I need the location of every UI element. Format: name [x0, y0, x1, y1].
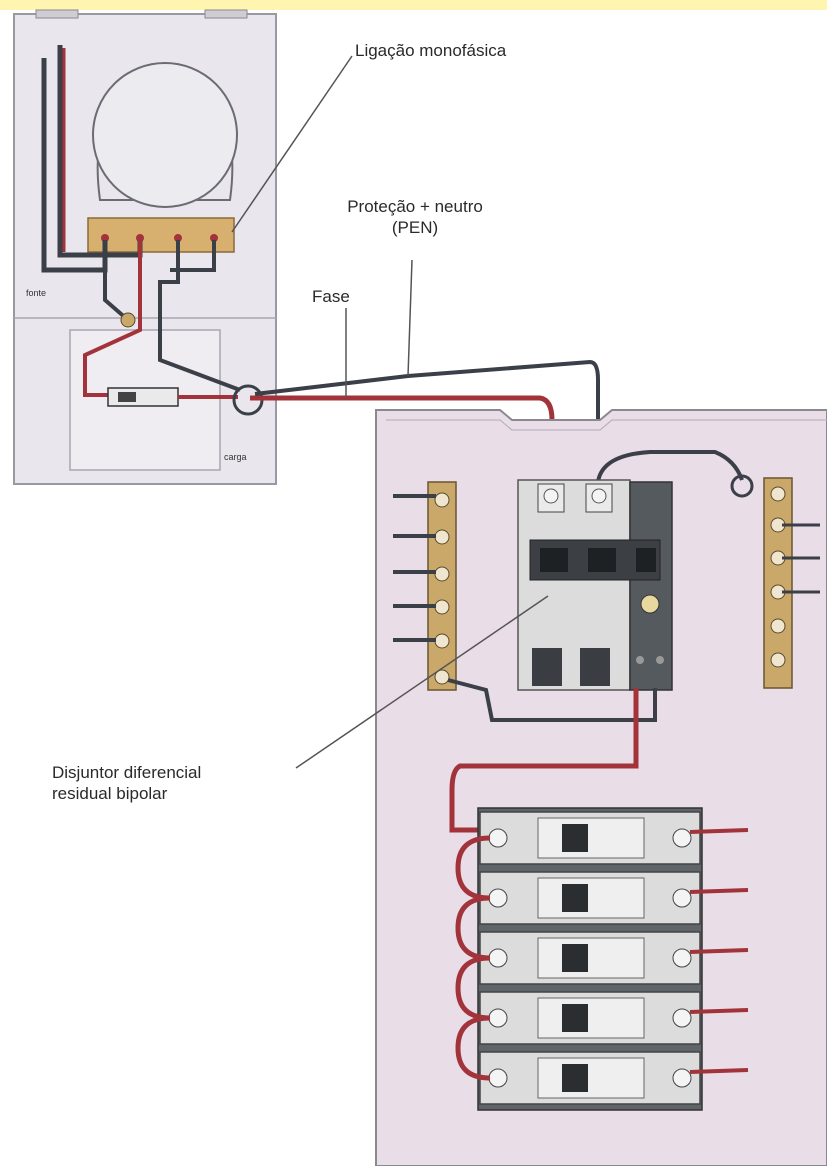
label-disjuntor-line1: Disjuntor diferencial: [52, 763, 202, 782]
neutral-wire: [254, 359, 600, 482]
breaker-rows: [455, 811, 749, 1105]
disjuntor-leader: [295, 595, 549, 769]
label-protecao-neutro: Proteção + neutro (PEN): [300, 196, 530, 239]
pen-leader: [407, 259, 413, 377]
label-protecao-line1: Proteção + neutro: [347, 197, 483, 216]
meter-box: [13, 9, 277, 485]
ligacao-leader: [231, 55, 353, 233]
branch-breaker: [479, 931, 749, 985]
label-meter-carga: carga: [224, 452, 247, 462]
rcd-neutral-out: [447, 678, 657, 722]
label-disjuntor: Disjuntor diferencial residual bipolar: [52, 762, 201, 805]
neutral-to-bar: [596, 450, 744, 483]
phase-bridge: [455, 835, 491, 1081]
left-terminal-bar: [393, 481, 457, 691]
label-protecao-line2: (PEN): [391, 218, 439, 238]
meter-terminal-strip: [87, 217, 235, 253]
label-fase: Fase: [312, 287, 350, 306]
top-strip: [0, 0, 827, 10]
right-terminal-bar: [763, 477, 820, 689]
branch-breaker: [479, 1051, 749, 1105]
label-meter-fonte: fonte: [26, 288, 47, 298]
meter-dial: [92, 62, 238, 208]
rcd-breaker: [517, 479, 673, 691]
label-disjuntor-line2: residual bipolar: [52, 784, 168, 804]
branch-breakers: [455, 807, 749, 1111]
label-ligacao-monofasica: Ligação monofásica: [355, 41, 507, 60]
rcd-phase-out: [449, 688, 639, 833]
